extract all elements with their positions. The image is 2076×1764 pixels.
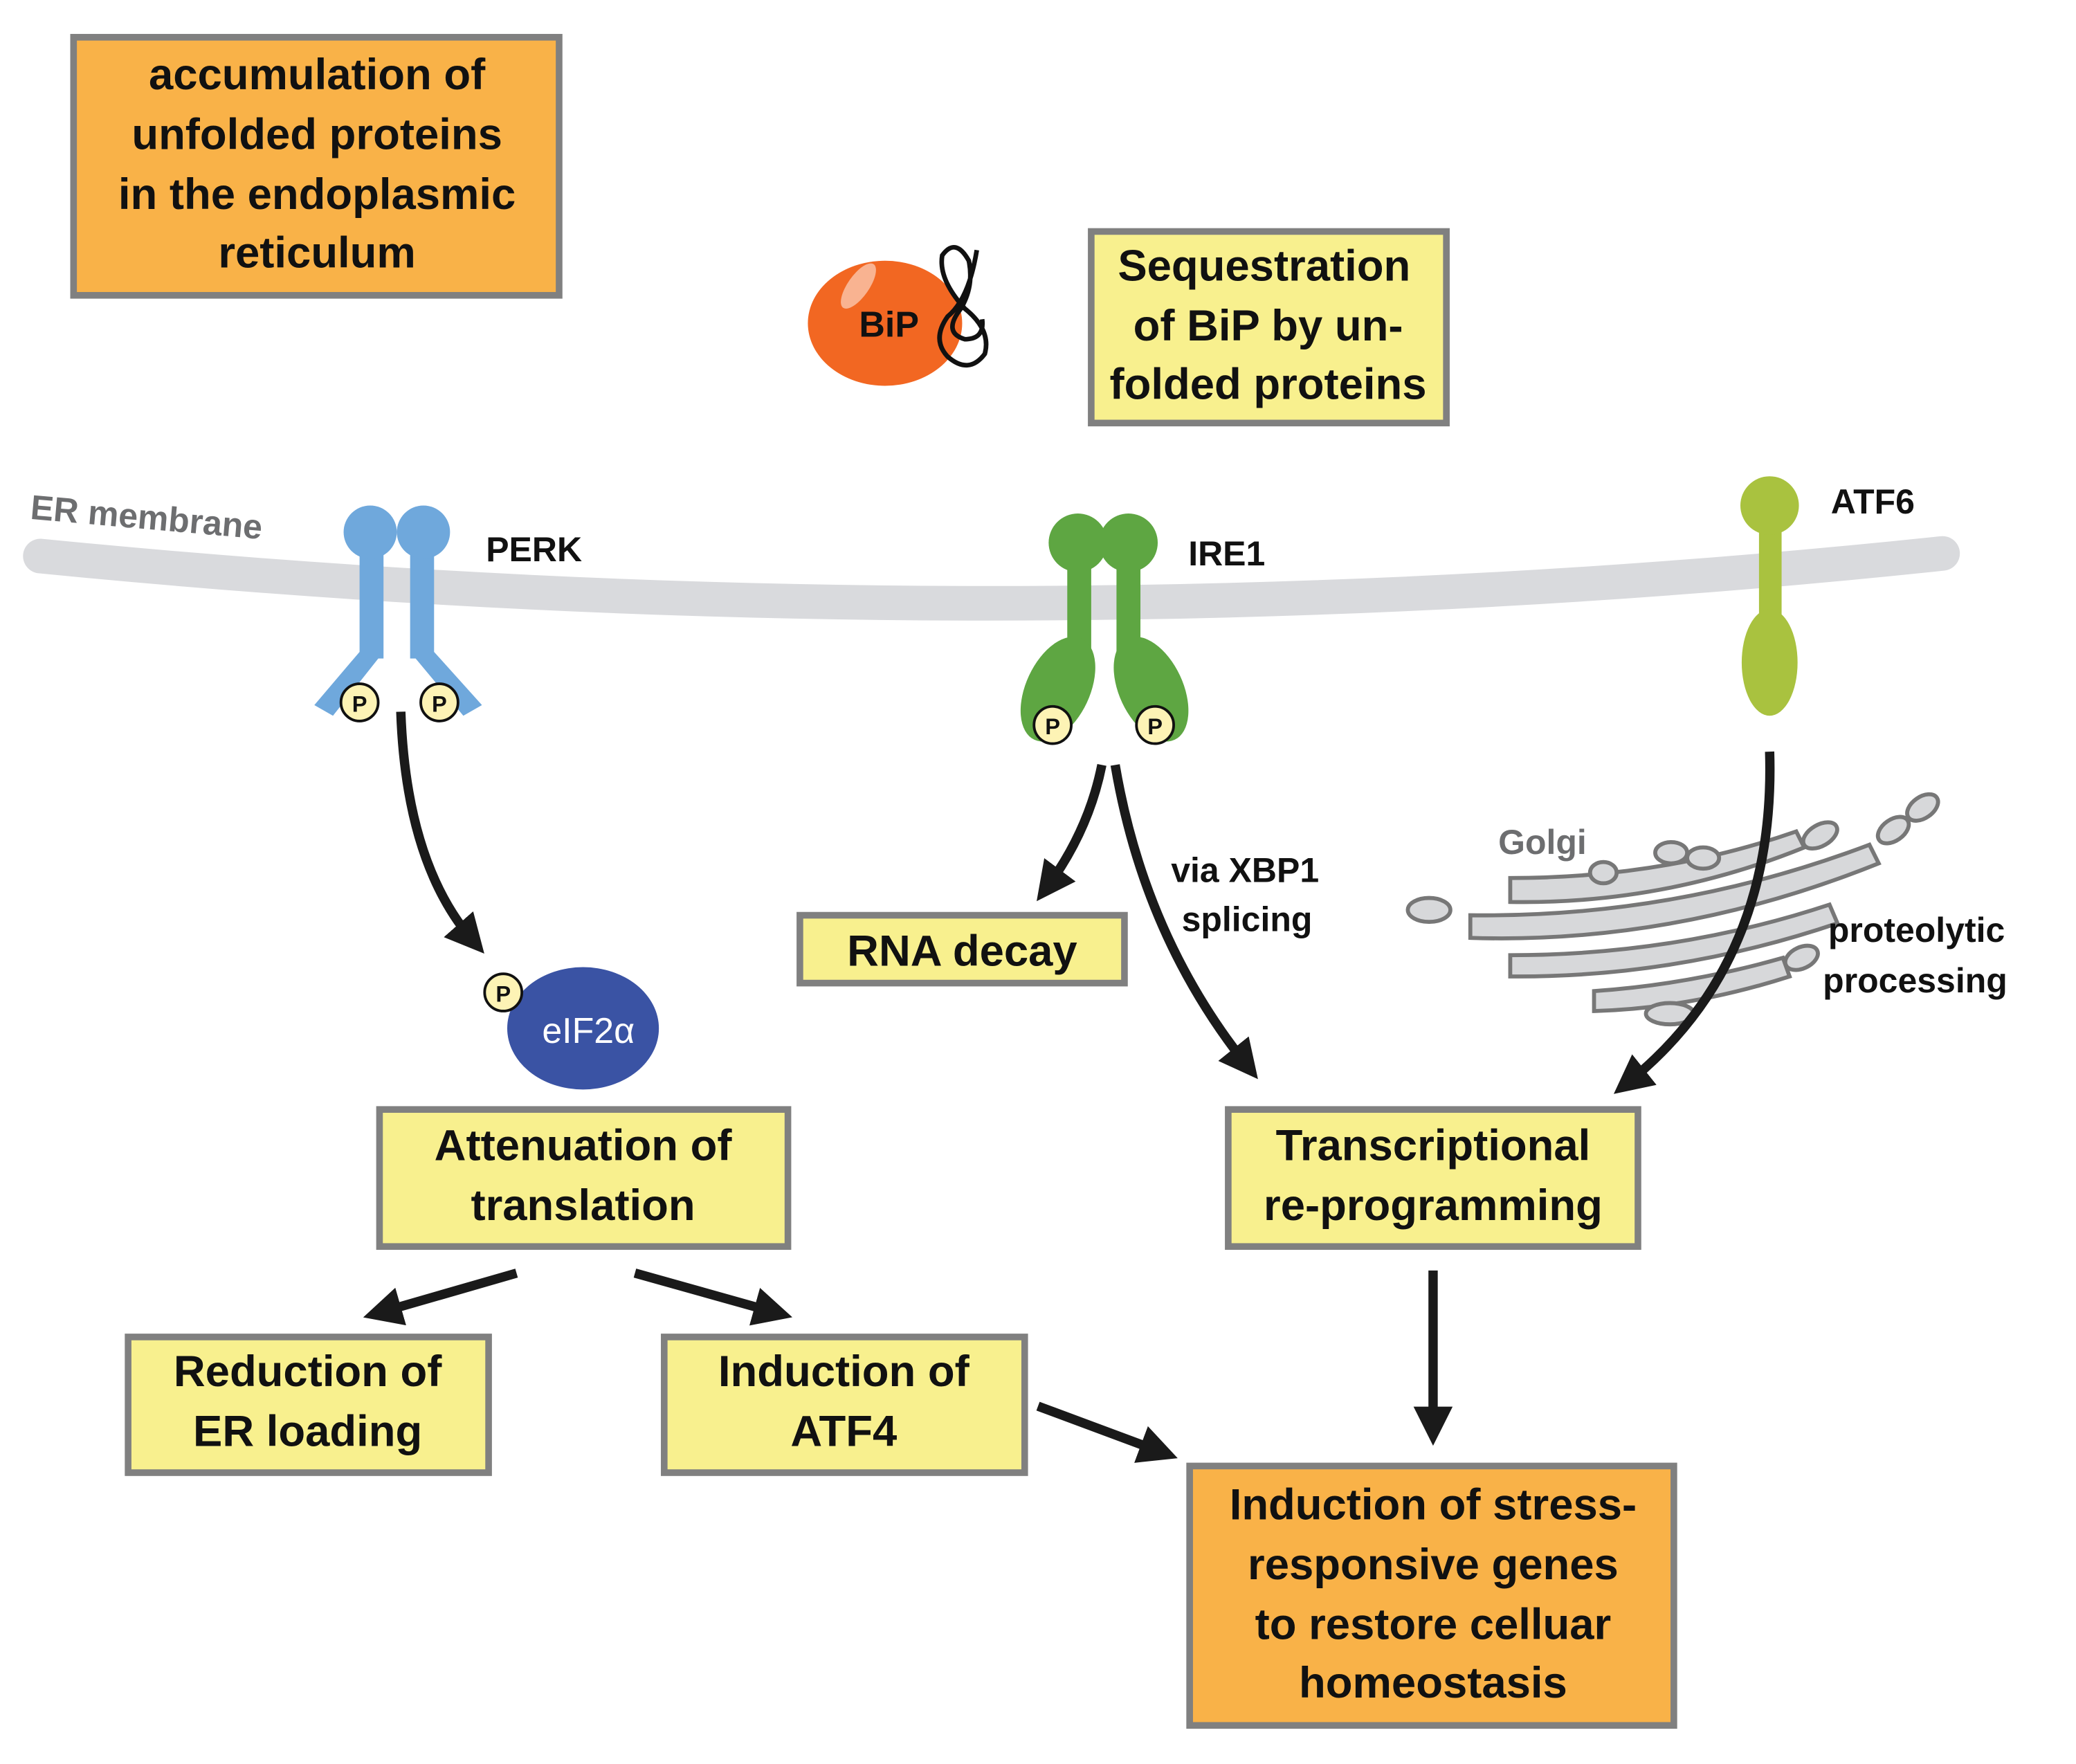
svg-text:BiP: BiP: [859, 304, 919, 344]
svg-text:P: P: [432, 691, 447, 716]
arrow-ire1-to-transcription: [1110, 764, 1258, 1080]
golgi-label: Golgi: [1498, 823, 1587, 862]
golgi-icon: [1405, 792, 1940, 1027]
er-membrane: [23, 536, 1960, 621]
phospho-icon: P P: [339, 682, 459, 722]
arrow-atf6-to-transcription: [1613, 751, 1775, 1094]
atf6-label: ATF6: [1831, 482, 1915, 521]
arrow-ire1-to-rna-decay: [1037, 764, 1107, 902]
arrow-atf4-to-stress-genes: [1036, 1401, 1178, 1463]
svg-text:P: P: [495, 981, 511, 1007]
box-rna-decay: RNA decay: [796, 911, 1128, 987]
svg-text:eIF2α: eIF2α: [542, 1010, 635, 1051]
svg-text:P: P: [1147, 713, 1163, 739]
perk-label: PERK: [486, 530, 582, 569]
ire1-receptor-icon: [1020, 513, 1189, 742]
svg-text:P: P: [1045, 713, 1060, 739]
er-membrane-label: ER membrane: [29, 488, 264, 547]
phospho-icon: P P: [1032, 704, 1175, 745]
svg-text:P: P: [352, 691, 367, 716]
atf6-receptor-icon: [1740, 476, 1799, 716]
arrow-attenuation-to-reduction: [363, 1269, 518, 1326]
unfolded-protein-icon: [937, 245, 989, 368]
bip-protein-icon: BiP: [808, 260, 963, 386]
svg-text:RNA decay: RNA decay: [847, 927, 1077, 976]
ire1-label: IRE1: [1188, 534, 1265, 573]
perk-receptor-icon: [314, 505, 482, 716]
arrow-attenuation-to-atf4: [633, 1269, 792, 1326]
arrow-perk-to-eif2a: [396, 711, 484, 954]
eif2a-protein-icon: eIF2α P: [483, 967, 659, 1090]
